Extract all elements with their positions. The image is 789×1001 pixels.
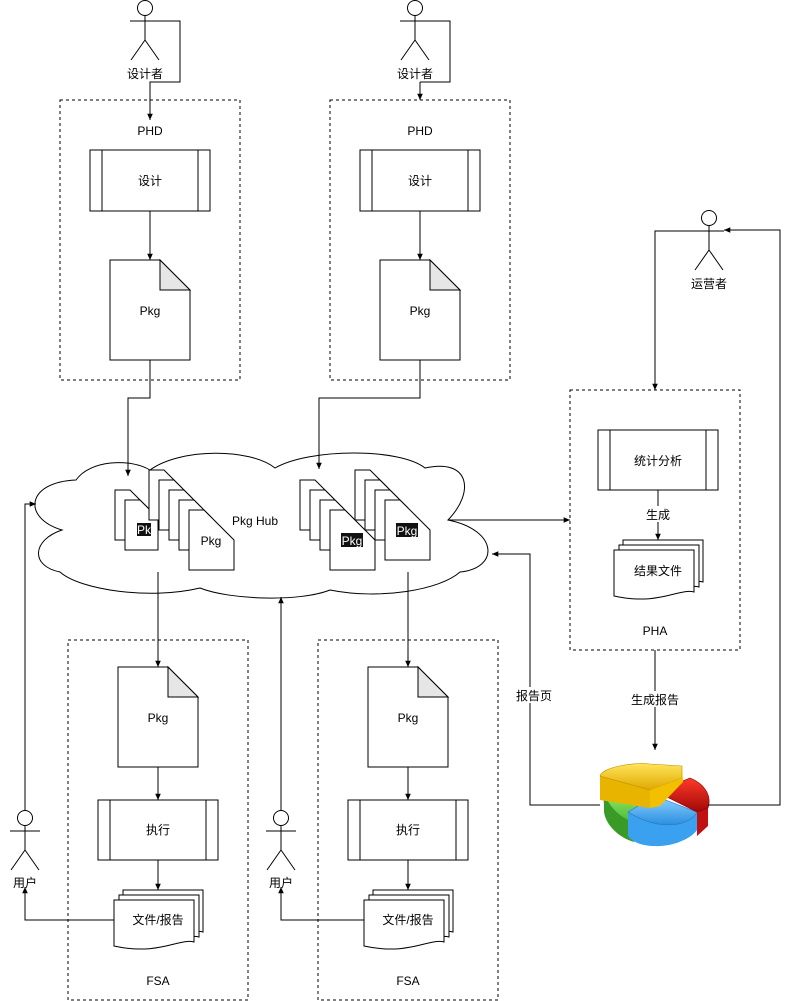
pha-result-label: 结果文件 xyxy=(634,563,682,578)
hub-right-pkg-highlight-1 xyxy=(341,533,363,547)
designer-1-label: 设计者 xyxy=(127,67,163,81)
phd-2-title: PHD xyxy=(407,124,433,138)
fsa-2-report-multidocument-icon[interactable] xyxy=(363,889,454,950)
hub-left-pkg-front-label: Pkg xyxy=(201,534,222,548)
user-1-label: 用户 xyxy=(13,875,37,890)
phd-2-design-process[interactable] xyxy=(359,149,481,212)
user-2-label: 用户 xyxy=(269,875,293,890)
designer-2-label: 设计者 xyxy=(397,67,433,81)
fsa-1-execute-label: 执行 xyxy=(146,823,170,837)
fsa-1-pkg-document[interactable] xyxy=(117,665,200,768)
pha-result-multidocument-icon[interactable] xyxy=(613,539,704,600)
designer-1-actor-icon[interactable] xyxy=(130,0,160,61)
user-2-actor-icon[interactable] xyxy=(266,810,296,871)
pha-title: PHA xyxy=(643,624,668,638)
hub-right-pkg-highlight-2-label: Pkg xyxy=(397,524,418,538)
generate-report-edge-label: 生成报告 xyxy=(631,692,679,707)
phd-1-title: PHD xyxy=(137,124,163,138)
fsa-2-execute-process[interactable] xyxy=(347,799,469,861)
fsa-2-pkg-label: Pkg xyxy=(398,711,419,725)
operator-label: 运营者 xyxy=(691,277,727,291)
fsa-1-report-multidocument-icon[interactable] xyxy=(113,889,204,950)
pkg-hub-label: Pkg Hub xyxy=(232,514,278,528)
fsa-2-report-label: 文件/报告 xyxy=(382,912,433,927)
phd-1-design-label: 设计 xyxy=(138,174,162,188)
fsa-2-execute-label: 执行 xyxy=(396,823,420,837)
fsa-2-pkg-document[interactable] xyxy=(367,665,450,768)
hub-right-pkg-highlight-2 xyxy=(396,523,418,537)
pha-generate-edge-label: 生成 xyxy=(646,508,670,522)
phd-1-pkg-label: Pkg xyxy=(140,304,161,318)
pie-chart-icon[interactable] xyxy=(599,763,710,847)
hub-left-pkg-highlight-label: Pkg xyxy=(137,523,158,537)
hub-left-pkg-highlight xyxy=(137,523,151,536)
phd-1-pkg-document[interactable] xyxy=(109,258,192,361)
fsa-1-pkg-label: Pkg xyxy=(148,711,169,725)
pha-analysis-process[interactable] xyxy=(597,429,719,491)
pha-analysis-label: 统计分析 xyxy=(634,454,682,468)
fsa-1-title: FSA xyxy=(146,974,169,988)
user-1-actor-icon[interactable] xyxy=(10,810,40,871)
fsa-2-title: FSA xyxy=(396,974,419,988)
phd-2-pkg-document[interactable] xyxy=(379,258,462,361)
hub-right-pkg-highlight-1-label: Pkg xyxy=(342,534,363,548)
phd-2-pkg-label: Pkg xyxy=(410,304,431,318)
report-page-edge-label: 报告页 xyxy=(516,688,552,703)
operator-actor-icon[interactable] xyxy=(694,210,724,271)
fsa-1-report-label: 文件/报告 xyxy=(132,912,183,927)
phd-2-design-label: 设计 xyxy=(408,174,432,188)
fsa-1-execute-process[interactable] xyxy=(97,799,219,861)
designer-2-actor-icon[interactable] xyxy=(400,0,430,61)
